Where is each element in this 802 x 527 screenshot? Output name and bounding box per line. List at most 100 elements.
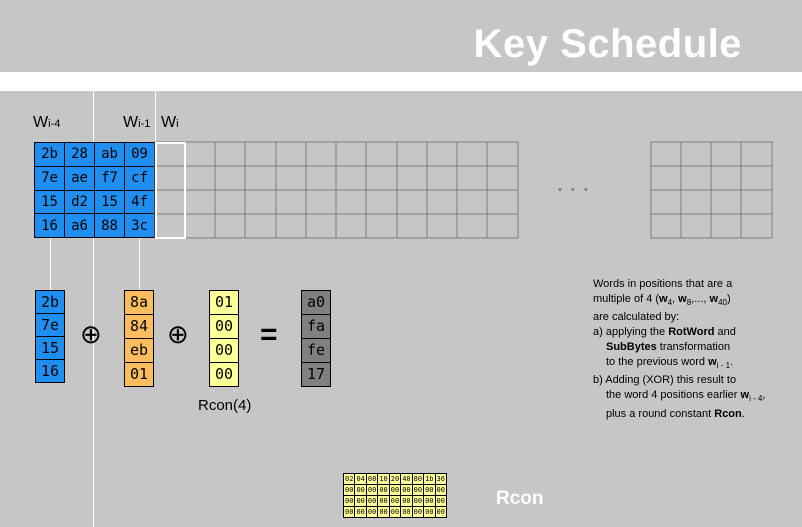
column-cell: 00 <box>209 338 239 363</box>
desc-text: to the previous word <box>606 356 709 369</box>
desc-text: a) applying the <box>593 326 669 339</box>
key-cell: 2b <box>34 142 65 167</box>
desc-w40-sub: 40 <box>718 298 727 308</box>
rcon-cell: 00 <box>400 495 413 507</box>
rcon-cell: 00 <box>388 484 402 496</box>
key-cell: 88 <box>94 213 125 238</box>
desc-text: the word 4 positions earlier <box>606 389 741 402</box>
rcon-cell: 00 <box>411 506 425 518</box>
column-cell: fa <box>301 314 331 339</box>
rcon-cell: 00 <box>400 484 413 496</box>
rcon-label: Rcon <box>496 488 544 509</box>
desc-text: and <box>714 326 736 339</box>
empty-grid-3 <box>396 141 519 239</box>
key-cell: ae <box>64 165 95 191</box>
desc-w4-sub: 4 <box>667 298 673 308</box>
column-rcon: 01 00 00 00 <box>209 290 239 387</box>
column-subword: 8a 84 eb 01 <box>124 290 154 387</box>
column-cell: 01 <box>124 362 154 387</box>
key-cell: cf <box>124 165 155 191</box>
key-cell: a6 <box>64 213 95 238</box>
rcon-cell: 00 <box>434 506 447 518</box>
rcon-cell: 00 <box>388 495 402 507</box>
key-cell: d2 <box>64 189 95 215</box>
ellipsis: • • • <box>558 184 591 196</box>
column-cell: eb <box>124 338 154 363</box>
xor-operator-2: ⊕ <box>167 319 189 349</box>
rcon-cell: 00 <box>365 484 379 496</box>
rcon-cell: 00 <box>423 495 436 507</box>
divider-line-left <box>93 91 94 527</box>
rcon-cell: 00 <box>388 506 402 518</box>
desc-w8-sub: 8 <box>686 298 692 308</box>
column-cell: 84 <box>124 314 154 339</box>
desc-wi4: w <box>740 389 750 402</box>
empty-grid-1 <box>154 141 277 239</box>
column-cell: 16 <box>35 359 65 383</box>
label-w-i-4-letter: W <box>33 114 49 131</box>
rcon-cell: 00 <box>377 484 390 496</box>
label-w-i-4-sub: i-4 <box>48 118 61 130</box>
desc-line: are calculated by: <box>593 311 680 324</box>
desc-text: . <box>741 407 745 420</box>
label-w-i-letter: W <box>161 114 177 131</box>
desc-wi1: w <box>708 356 717 369</box>
key-cell: 15 <box>34 189 65 215</box>
empty-grid-2 <box>275 141 398 239</box>
current-word-highlight <box>155 142 186 239</box>
xor-operator-1: ⊕ <box>80 319 102 349</box>
column-cell: 01 <box>209 290 239 315</box>
rcon-cell: 02 <box>342 473 356 485</box>
desc-line: the word 4 positions earlier wi - 4, <box>606 389 766 404</box>
column-cell: 00 <box>209 362 239 387</box>
key-cell: 4f <box>124 189 155 215</box>
empty-grid-last <box>650 141 773 239</box>
column-cell: 7e <box>35 313 65 337</box>
column-cell: a0 <box>301 290 331 315</box>
rcon-cell: 00 <box>365 495 379 507</box>
rcon-cell: 08 <box>365 473 379 485</box>
desc-line: a) applying the RotWord and <box>593 325 793 340</box>
desc-text: plus a round constant <box>606 407 715 420</box>
rcon-cell: 36 <box>434 473 447 485</box>
rcon-cell: 00 <box>354 506 367 518</box>
desc-text: transformation <box>656 341 731 354</box>
label-w-i-1-sub: i-1 <box>138 118 151 130</box>
rcon-cell: 00 <box>411 484 425 496</box>
rcon-cell: 40 <box>400 473 413 485</box>
desc-w4: w <box>659 293 668 305</box>
rcon-cell: 00 <box>434 484 447 496</box>
column-cell: 8a <box>124 290 154 315</box>
desc-line: Words in positions that are a <box>593 278 733 290</box>
column-cell: 2b <box>35 290 65 314</box>
key-cell: ab <box>94 142 125 167</box>
column-cell: 17 <box>301 362 331 387</box>
key-cell: 16 <box>34 213 65 238</box>
rcon-cell: 00 <box>342 495 356 507</box>
desc-text: multiple of 4 ( <box>593 293 660 305</box>
column-result: a0 fa fe 17 <box>301 290 331 387</box>
key-grid: 2b 28 ab 09 7e ae f7 cf 15 d2 15 4f 16 a… <box>34 142 155 238</box>
rcon-cell: 00 <box>342 484 356 496</box>
description: Words in positions that are a multiple o… <box>593 277 793 422</box>
label-w-i-1-letter: W <box>123 114 139 131</box>
desc-rcon: Rcon <box>714 407 742 420</box>
rcon-cell: 00 <box>423 506 436 518</box>
title-band <box>0 72 802 91</box>
column-w-i-4: 2b 7e 15 16 <box>35 290 65 383</box>
desc-w40: w <box>709 293 719 305</box>
key-cell: 3c <box>124 213 155 238</box>
rcon-cell: 00 <box>423 484 436 496</box>
rcon-cell: 00 <box>400 506 413 518</box>
rcon-table: 02 04 08 10 20 40 80 1b 36 00 00 00 00 0… <box>342 473 447 518</box>
desc-text: . <box>730 356 734 369</box>
connector-w-i-1 <box>139 238 140 290</box>
key-cell: f7 <box>94 165 125 191</box>
desc-line: b) Adding (XOR) this result to <box>593 374 737 387</box>
key-cell: 7e <box>34 165 65 191</box>
desc-line: multiple of 4 (w4, w8,..., w40) <box>593 293 731 308</box>
column-cell: fe <box>301 338 331 363</box>
empty-word-grids <box>154 141 773 239</box>
rcon-cell: 00 <box>377 506 390 518</box>
label-w-i-1: Wi-1 <box>123 114 150 132</box>
